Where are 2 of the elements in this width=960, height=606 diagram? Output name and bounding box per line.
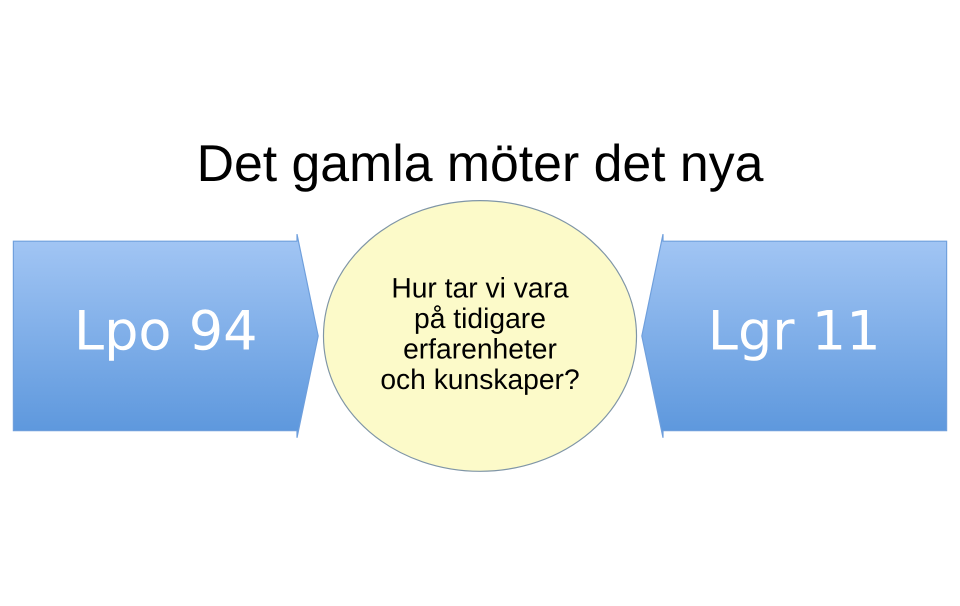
node-ellipse: Hur tar vi vara på tidigare erfarenheter och kunskaper? bbox=[322, 200, 638, 472]
diagram-title: Det gamla möter det nya bbox=[196, 134, 764, 192]
